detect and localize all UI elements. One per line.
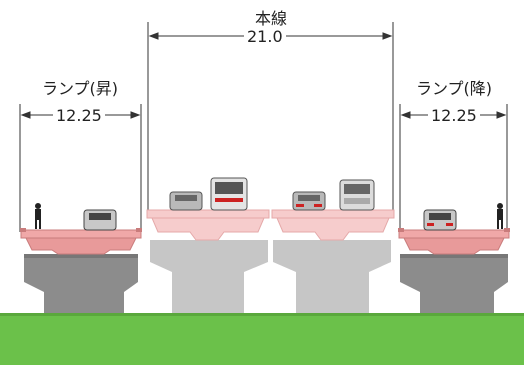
main-line-width: 21.0 xyxy=(244,28,286,46)
main-line-deck-right xyxy=(271,209,395,241)
pedestrian-icon xyxy=(35,203,41,229)
main-line-deck-left xyxy=(146,209,270,241)
ramp-up-pier xyxy=(24,254,138,313)
main-line-pier-left xyxy=(150,240,268,313)
ramp-down-label: ランプ(降) xyxy=(415,79,492,98)
bus-icon xyxy=(210,177,248,211)
ramp-down-deck xyxy=(398,228,510,255)
car-icon xyxy=(423,209,457,231)
car-icon xyxy=(292,191,326,211)
main-line-label: 本線 xyxy=(254,9,287,28)
ramp-down-pier xyxy=(400,254,508,313)
truck-icon xyxy=(339,179,375,211)
ramp-up-dimension xyxy=(19,104,142,232)
main-line-pier-right xyxy=(273,240,391,313)
car-icon xyxy=(83,209,117,231)
ramp-up-width: 12.25 xyxy=(53,107,105,125)
car-icon xyxy=(169,191,203,211)
ground xyxy=(0,313,524,365)
ramp-up-deck xyxy=(20,228,142,255)
ramp-down-width: 12.25 xyxy=(428,107,480,125)
pedestrian-icon xyxy=(497,203,503,229)
ramp-up-label: ランプ(昇) xyxy=(41,79,118,98)
